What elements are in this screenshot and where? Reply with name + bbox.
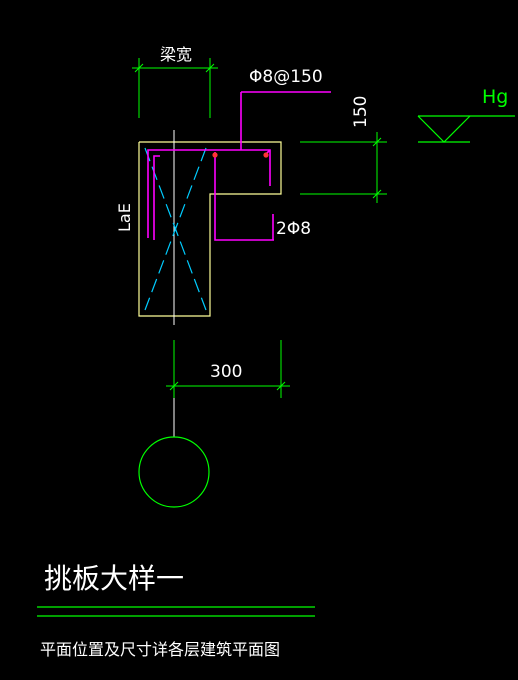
height-dimension <box>300 132 387 203</box>
beam-width-dimension <box>132 58 218 118</box>
rebar-dot-right <box>263 152 269 158</box>
offset-dimension <box>166 340 290 398</box>
level-label: Hg <box>482 86 508 108</box>
rebar-lines <box>147 91 331 241</box>
beam-hatch <box>144 147 207 311</box>
beam-slab-outline <box>138 141 282 317</box>
level-symbol <box>417 115 515 143</box>
anchor-length-label: LaE <box>115 203 134 232</box>
beam-width-label: 梁宽 <box>160 45 192 64</box>
height-dimension-label: 150 <box>351 96 371 128</box>
offset-dimension-label: 300 <box>210 362 242 382</box>
title-underline <box>37 606 315 617</box>
rebar-bottom-label: 2Φ8 <box>276 219 311 239</box>
rebar-dot-left <box>212 152 218 158</box>
rebar-top-label: Φ8@150 <box>249 67 323 87</box>
axis-bubble <box>138 436 210 508</box>
detail-title: 挑板大样一 <box>44 562 184 595</box>
detail-note: 平面位置及尺寸详各层建筑平面图 <box>40 640 280 659</box>
